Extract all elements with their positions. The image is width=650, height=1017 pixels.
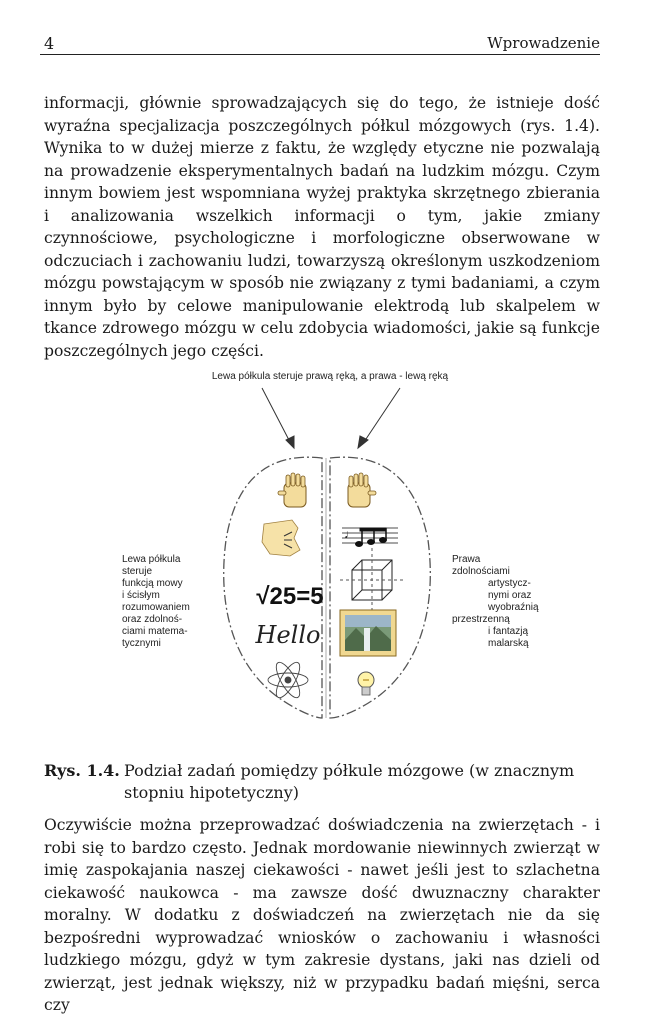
left-label-line: ciami matema- bbox=[122, 626, 188, 637]
right-hemisphere-label: Prawa zdolnościami artystycz- nymi oraz … bbox=[452, 554, 539, 649]
right-label-line: nymi oraz bbox=[488, 590, 531, 601]
right-hand-icon bbox=[347, 472, 377, 508]
left-label-line: funkcją mowy bbox=[122, 578, 183, 589]
section-title: Wprowadzenie bbox=[487, 34, 600, 52]
right-label-line: Prawa bbox=[452, 554, 481, 565]
figure-caption: Rys. 1.4.Podział zadań pomiędzy półkule … bbox=[44, 760, 604, 804]
body-paragraph-1: informacji, głównie sprowadzających się … bbox=[44, 94, 600, 360]
svg-text:♩: ♩ bbox=[344, 527, 356, 541]
hello-script-text: Hello bbox=[255, 621, 321, 649]
arrows bbox=[261, 387, 401, 450]
caption-label: Rys. 1.4. bbox=[44, 761, 120, 780]
landscape-picture-icon bbox=[339, 609, 397, 657]
left-label-line: Lewa półkula bbox=[122, 554, 181, 565]
atom-icon bbox=[267, 661, 309, 699]
brain-hemispheres-figure: Lewa półkula steruje prawą ręką, a prawa… bbox=[122, 371, 539, 719]
page-number: 4 bbox=[44, 34, 55, 53]
body-paragraph-2: Oczywiście można przeprowadzać doświadcz… bbox=[44, 816, 600, 1014]
page-header: 4 Wprowadzenie bbox=[40, 32, 600, 55]
right-label-line: zdolnościami bbox=[452, 566, 510, 577]
right-label-line: przestrzenną bbox=[452, 614, 510, 625]
figure-top-label: Lewa półkula steruje prawą ręką, a prawa… bbox=[212, 371, 449, 382]
caption-text: Podział zadań pomiędzy półkule mózgowe (… bbox=[124, 761, 575, 802]
left-label-line: tycznymi bbox=[122, 638, 161, 649]
brain-outline bbox=[223, 456, 431, 719]
left-hemisphere-label: Lewa półkula steruje funkcją mowy i ścis… bbox=[122, 554, 190, 649]
left-label-line: oraz zdolnoś- bbox=[122, 614, 182, 625]
math-equation: √25=5 bbox=[256, 583, 323, 610]
lightbulb-icon bbox=[357, 671, 375, 696]
right-label-line: wyobraźnią bbox=[487, 602, 539, 613]
left-hand-icon bbox=[277, 472, 307, 508]
right-label-line: i fantazją bbox=[488, 626, 528, 637]
right-label-line: malarską bbox=[488, 638, 529, 649]
music-notes-icon: ♩ bbox=[342, 527, 398, 547]
left-label-line: steruje bbox=[122, 566, 152, 577]
cube-icon bbox=[340, 548, 404, 612]
speech-icon bbox=[261, 519, 301, 557]
left-label-line: i ścisłym bbox=[122, 590, 160, 601]
right-label-line: artystycz- bbox=[488, 578, 531, 589]
left-label-line: rozumowaniem bbox=[122, 602, 190, 613]
